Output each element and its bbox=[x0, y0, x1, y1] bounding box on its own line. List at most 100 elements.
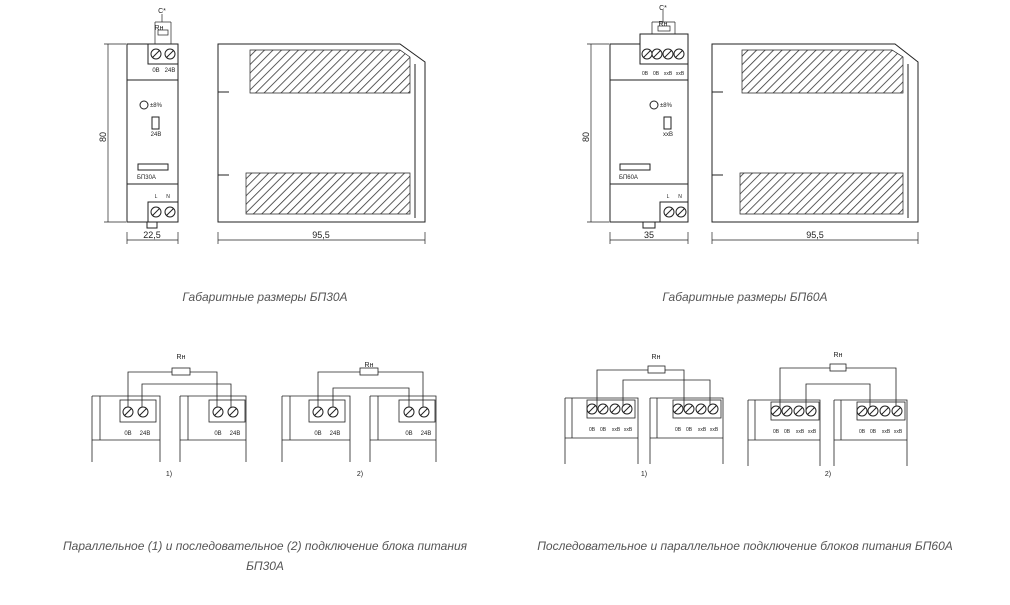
caption-dims-psu30: Габаритные размеры БП30А bbox=[182, 290, 348, 304]
psu60-term-n: N bbox=[678, 194, 682, 200]
wiring60-s-screw-b1 bbox=[856, 405, 868, 417]
psu60-dim-width: 35 bbox=[644, 230, 654, 240]
psu60-screw-xxv-a bbox=[662, 48, 674, 60]
psu30-term-l: L bbox=[155, 194, 158, 200]
psu60-screw-xxv-b bbox=[673, 48, 685, 60]
wiring60-s-b-0v-a: 0В bbox=[859, 429, 866, 435]
wiring60-p-screw-b2 bbox=[683, 403, 695, 415]
psu30-screw-l bbox=[150, 206, 162, 218]
psu30-vent-bottom bbox=[245, 172, 411, 215]
wiring60-parallel bbox=[564, 365, 724, 464]
wiring60-s-b-xxv-a: ххВ bbox=[882, 429, 891, 435]
psu30-output-label: 24В bbox=[151, 132, 162, 138]
wiring60-s-a-xxv-b: ххВ bbox=[808, 429, 817, 435]
psu60-dim-depth: 95,5 bbox=[806, 230, 824, 240]
wiring60-p-a-xxv-b: ххВ bbox=[624, 427, 633, 433]
wiring60-s-screw-a1 bbox=[770, 405, 782, 417]
wiring30-s-b-0v: 0В bbox=[405, 431, 412, 437]
psu30-term-0v: 0В bbox=[152, 68, 159, 74]
wiring30-s-screw-b1 bbox=[403, 406, 415, 418]
wiring60-p-screw-a4 bbox=[621, 403, 633, 415]
wiring60-p-load: Rн bbox=[652, 354, 661, 361]
psu60-vent-top bbox=[741, 49, 904, 94]
psu60-output-label: ххВ bbox=[663, 132, 673, 138]
wiring30-s-load: Rн bbox=[365, 362, 374, 369]
wiring30-parallel bbox=[91, 367, 247, 462]
psu30-model: БП30А bbox=[137, 175, 156, 181]
wiring30-p-a-0v: 0В bbox=[124, 431, 131, 437]
psu30-screw-0v bbox=[150, 48, 162, 60]
psu60-screw-0v-b bbox=[651, 48, 663, 60]
wiring60-p-screw-a2 bbox=[597, 403, 609, 415]
wiring60-label-parallel: 1) bbox=[641, 471, 647, 478]
wiring30-p-screw-a1 bbox=[122, 406, 134, 418]
wiring60-p-b-xxv-a: ххВ bbox=[698, 427, 707, 433]
psu30-term-n: N bbox=[166, 194, 170, 200]
wiring60-s-screw-a4 bbox=[805, 405, 817, 417]
psu30-screw-24v bbox=[164, 48, 176, 60]
wiring60-s-a-0v-b: 0В bbox=[784, 429, 791, 435]
psu60-screw-l bbox=[663, 206, 675, 218]
psu60-term-0v-b: 0В bbox=[653, 71, 660, 77]
wiring30-s-screw-a2 bbox=[327, 406, 339, 418]
wiring30-p-screw-b1 bbox=[212, 406, 224, 418]
psu30-term-24v: 24В bbox=[165, 68, 176, 74]
caption-wiring-psu60: Последовательное и параллельное подключе… bbox=[537, 539, 953, 553]
wiring30-label-parallel: 1) bbox=[166, 471, 172, 478]
wiring30-s-screw-a1 bbox=[312, 406, 324, 418]
psu60-screw-0v-a bbox=[641, 48, 653, 60]
wiring60-p-b-xxv-b: ххВ bbox=[710, 427, 719, 433]
psu60-cap-label: C* bbox=[659, 5, 667, 12]
wiring60-p-screw-b1 bbox=[672, 403, 684, 415]
wiring60-s-screw-a2 bbox=[781, 405, 793, 417]
psu30-screw-n bbox=[164, 206, 176, 218]
wiring30-p-screw-b2 bbox=[227, 406, 239, 418]
wiring60-s-screw-b4 bbox=[891, 405, 903, 417]
wiring30-p-a-24v: 24В bbox=[140, 431, 151, 437]
wiring30-s-a-0v: 0В bbox=[314, 431, 321, 437]
wiring60-p-b-0v-a: 0В bbox=[675, 427, 682, 433]
psu30-adjust: ±8% bbox=[150, 103, 163, 109]
psu60-screw-n bbox=[675, 206, 687, 218]
psu30-vent-top bbox=[249, 49, 411, 94]
psu60-adjust: ±8% bbox=[660, 103, 673, 109]
wiring30-s-b-24v: 24В bbox=[421, 431, 432, 437]
wiring30-p-screw-a2 bbox=[137, 406, 149, 418]
wiring60-p-a-0v-b: 0В bbox=[600, 427, 607, 433]
psu60-vent-bottom bbox=[739, 172, 904, 215]
wiring30-label-series: 2) bbox=[357, 471, 363, 478]
wiring60-label-series: 2) bbox=[825, 471, 831, 478]
psu60-model: БП60А bbox=[619, 175, 638, 181]
psu60-load-label: Rн bbox=[659, 21, 668, 28]
psu60-dim-height: 80 bbox=[581, 132, 591, 142]
wiring60-s-b-0v-b: 0В bbox=[870, 429, 877, 435]
psu30-cap-label: C* bbox=[158, 8, 166, 15]
wiring60-p-screw-a3 bbox=[609, 403, 621, 415]
wiring60-s-screw-a3 bbox=[793, 405, 805, 417]
wiring60-s-load: Rн bbox=[834, 352, 843, 359]
wiring60-s-b-xxv-b: ххВ bbox=[894, 429, 903, 435]
wiring60-s-screw-b2 bbox=[867, 405, 879, 417]
psu60-term-0v-a: 0В bbox=[642, 71, 649, 77]
wiring30-p-load: Rн bbox=[177, 354, 186, 361]
wiring30-p-b-24v: 24В bbox=[230, 431, 241, 437]
wiring60-p-b-0v-b: 0В bbox=[686, 427, 693, 433]
psu30-dim-depth: 95,5 bbox=[312, 230, 330, 240]
wiring60-s-a-xxv-a: ххВ bbox=[796, 429, 805, 435]
psu30-dim-height: 80 bbox=[98, 132, 108, 142]
wiring60-p-screw-b3 bbox=[695, 403, 707, 415]
psu60-term-l: L bbox=[667, 194, 670, 200]
wiring60-s-screw-b3 bbox=[879, 405, 891, 417]
wiring60-p-a-xxv-a: ххВ bbox=[612, 427, 621, 433]
wiring30-s-a-24v: 24В bbox=[330, 431, 341, 437]
psu30-dim-width: 22,5 bbox=[143, 230, 161, 240]
psu30-load-label: Rн bbox=[155, 25, 164, 32]
wiring60-p-screw-a1 bbox=[586, 403, 598, 415]
psu60-term-xxv-a: ххВ bbox=[664, 71, 673, 77]
wiring30-p-b-0v: 0В bbox=[214, 431, 221, 437]
wiring60-p-a-0v-a: 0В bbox=[589, 427, 596, 433]
wiring60-s-a-0v-a: 0В bbox=[773, 429, 780, 435]
psu60-term-xxv-b: ххВ bbox=[676, 71, 685, 77]
caption-wiring-psu30: Параллельное (1) и последовательное (2) … bbox=[62, 539, 468, 573]
